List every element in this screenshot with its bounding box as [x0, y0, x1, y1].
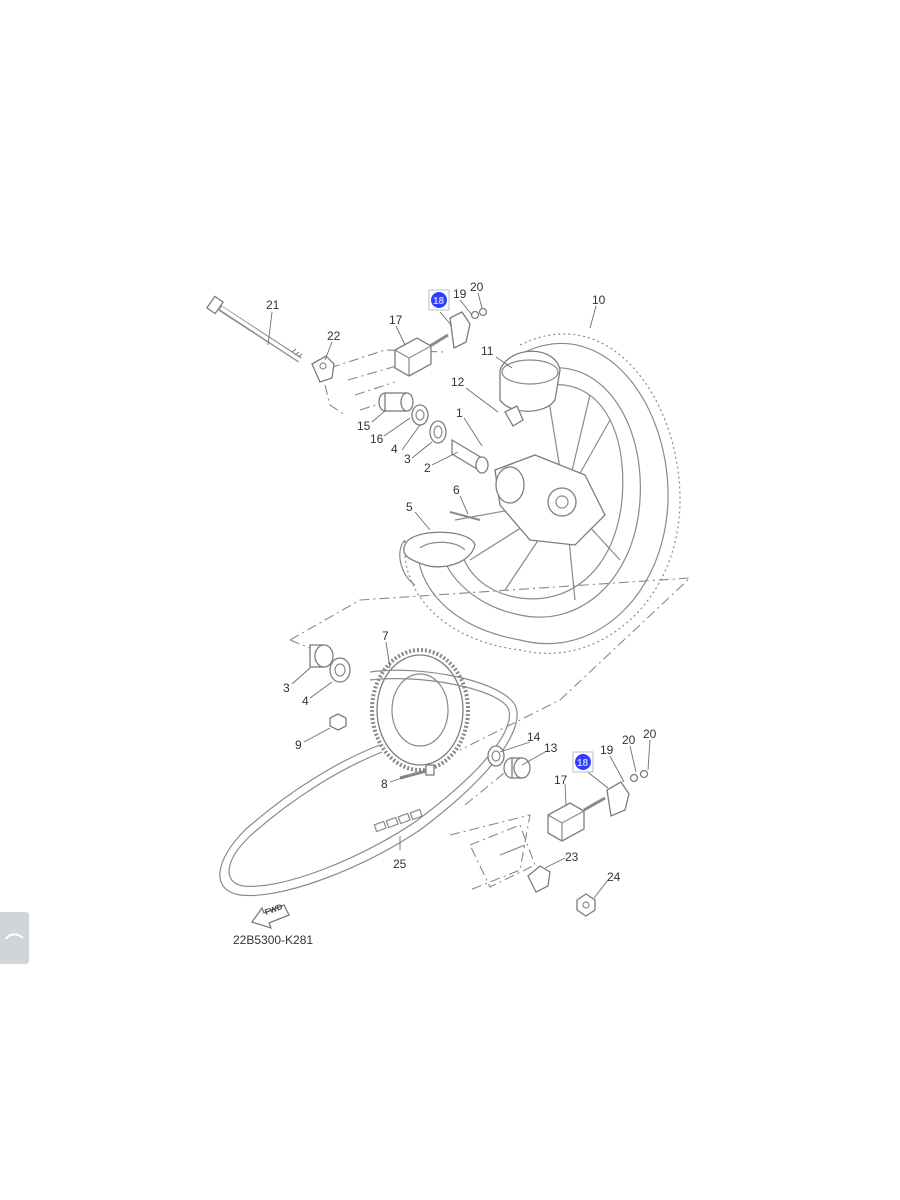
highlight-marker-18-bottom: 18: [572, 751, 594, 773]
part-label-4-top: 4: [391, 442, 398, 456]
chain-puller-plate-bottom: [527, 865, 551, 893]
rim-lock-valve: [504, 405, 524, 427]
rear-tire: [399, 333, 681, 655]
part-label-22: 22: [327, 329, 341, 343]
part-label-19-bottom: 19: [600, 743, 614, 757]
part-label-18-bottom: 18: [577, 758, 589, 769]
part-label-17-top: 17: [389, 313, 403, 327]
part-label-6: 6: [453, 483, 460, 497]
part-label-9: 9: [295, 738, 302, 752]
adjuster-block-bottom: [547, 796, 606, 842]
part-label-16: 16: [370, 432, 384, 446]
sprocket-nut: [329, 713, 347, 731]
drive-chain: [219, 669, 518, 897]
lower-spacers: [487, 745, 531, 779]
hub-spacers: [378, 392, 489, 474]
adjuster-plate-bottom: [606, 769, 649, 817]
part-label-23: 23: [565, 850, 579, 864]
part-labels: 21 22 17 19 20 10 11 12 1 15 16 4 3 2 5 …: [266, 280, 657, 884]
part-label-24: 24: [607, 870, 621, 884]
part-label-1: 1: [456, 406, 463, 420]
part-label-2: 2: [424, 461, 431, 475]
lower-bearings: [309, 644, 351, 683]
part-label-10: 10: [592, 293, 606, 307]
part-label-19-top: 19: [453, 287, 467, 301]
part-label-13: 13: [544, 741, 558, 755]
dashed-guides: [289, 349, 692, 891]
part-label-4-bottom: 4: [302, 694, 309, 708]
wheel-hub-spokes: [454, 394, 621, 601]
part-label-11: 11: [481, 344, 494, 358]
part-label-18-top: 18: [433, 296, 445, 307]
part-label-12: 12: [451, 375, 465, 389]
axle-nut: [576, 893, 596, 917]
part-label-7: 7: [382, 629, 389, 643]
part-label-21: 21: [266, 298, 280, 312]
adjuster-plate-top: [449, 307, 488, 349]
leader-lines: [267, 292, 651, 899]
fwd-arrow-icon: FWD: [250, 902, 290, 930]
part-label-14: 14: [527, 730, 541, 744]
axle: [205, 295, 303, 363]
highlight-marker-18-top: 18: [428, 289, 450, 311]
inner-tube: [403, 531, 476, 568]
part-label-3-bottom: 3: [283, 681, 290, 695]
rim-band: [499, 350, 561, 412]
part-label-8: 8: [381, 777, 388, 791]
part-label-3-top: 3: [404, 452, 411, 466]
part-label-5: 5: [406, 500, 413, 514]
adjuster-block-top: [394, 333, 449, 377]
part-label-20-top: 20: [470, 280, 484, 294]
diagram-code: 22B5300-K281: [233, 933, 313, 947]
part-label-20-bottom-b: 20: [643, 727, 657, 741]
part-label-20-bottom-a: 20: [622, 733, 636, 747]
part-label-25: 25: [393, 857, 407, 871]
part-label-15: 15: [357, 419, 371, 433]
part-label-17-bottom: 17: [554, 773, 568, 787]
swipe-icon: [5, 933, 24, 940]
rear-sprocket: [370, 648, 470, 772]
side-panel-handle[interactable]: [0, 912, 29, 964]
